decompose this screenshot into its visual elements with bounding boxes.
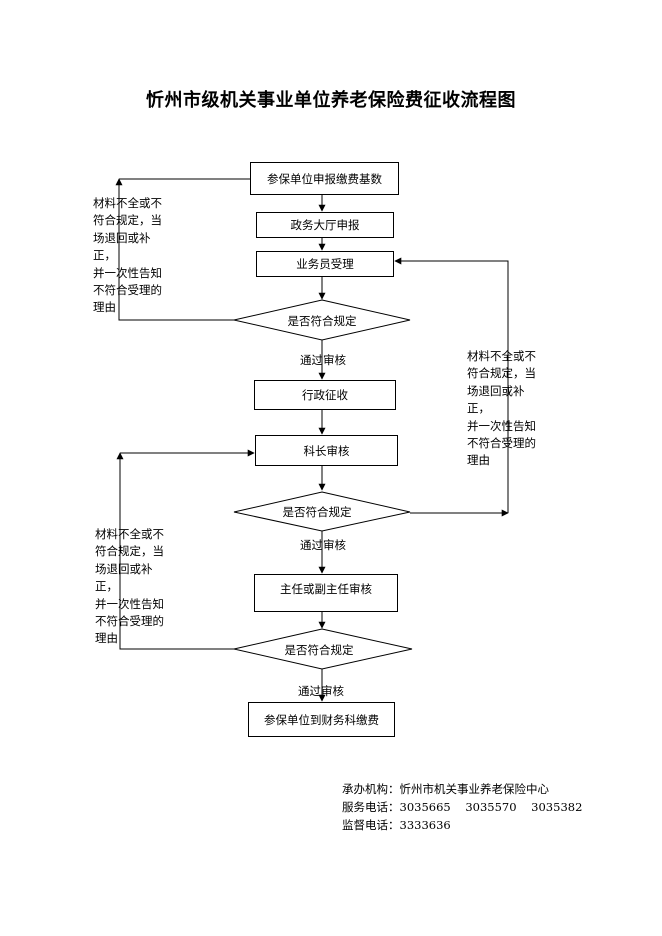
decision1-label: 是否符合规定: [287, 314, 357, 328]
pass-label-1: 通过审核: [300, 353, 346, 367]
step7-box: 参保单位到财务科缴费: [248, 702, 395, 737]
footer-organizer: 承办机构：忻州市机关事业养老保险中心: [342, 782, 549, 796]
reject-note-right: 材料不全或不 符合规定，当 场退回或补正， 并一次性告知 不符合受理的 理由: [467, 349, 536, 468]
page-title: 忻州市级机关事业单位养老保险费征收流程图: [146, 90, 516, 111]
pass-label-2: 通过审核: [300, 538, 346, 552]
loop-right-back-to-step3: [394, 257, 509, 513]
loop-decision1-reject: [115, 178, 235, 321]
decision3-diamond: [233, 628, 413, 670]
step3-box: 业务员受理: [256, 251, 394, 277]
step2-box: 政务大厅申报: [256, 212, 394, 238]
step4-box: 行政征收: [254, 380, 396, 410]
decision1-diamond: [233, 299, 411, 341]
decision2-label: 是否符合规定: [282, 505, 352, 519]
reject-note-left-top: 材料不全或不 符合规定，当 场退回或补正， 并一次性告知 不符合受理的 理由: [93, 196, 162, 315]
step5-box: 科长审核: [255, 435, 398, 466]
pass-label-3: 通过审核: [298, 684, 344, 698]
footer-supervision-phone: 监督电话：3333636: [342, 818, 451, 832]
reject-note-left-bottom: 材料不全或不 符合规定，当 场退回或补正， 并一次性告知 不符合受理的 理由: [95, 527, 164, 646]
loop-decision3-reject: [116, 452, 235, 650]
footer-service-phone: 服务电话：3035665 3035570 3035382: [342, 800, 583, 814]
decision3-label: 是否符合规定: [284, 643, 354, 657]
step1-box: 参保单位申报缴费基数: [250, 162, 399, 195]
step6-box: 主任或副主任审核: [254, 574, 398, 612]
decision2-diamond: [233, 491, 411, 532]
